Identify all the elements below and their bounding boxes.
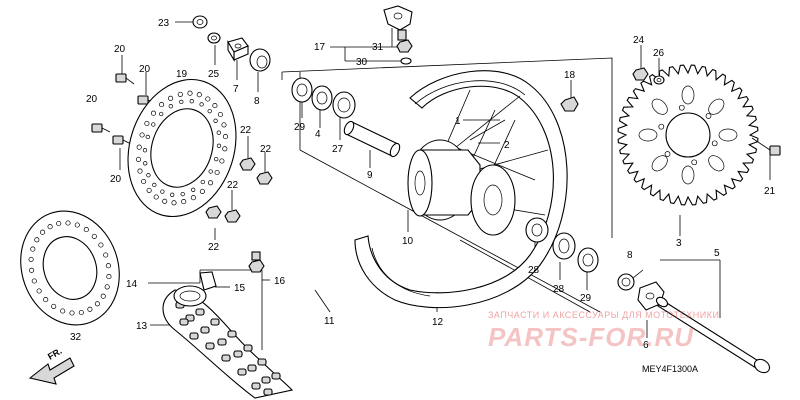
callout-8-lower: 8: [627, 250, 633, 261]
callout-22-b: 22: [260, 144, 272, 155]
part-22-nut-a: [239, 157, 256, 171]
callout-22-a: 22: [240, 125, 252, 136]
part-13-tire: [162, 289, 294, 399]
watermark-caption: ЗАПЧАСТИ И АКСЕССУАРЫ ДЛЯ МОТОТЕХНИКИ: [488, 310, 719, 320]
callout-31: 31: [372, 42, 384, 53]
part-10-hub: [407, 139, 516, 236]
callout-19: 19: [176, 69, 188, 80]
part-22-nut-d: [205, 205, 222, 219]
part-20-bolt-c: [91, 123, 111, 133]
callout-13: 13: [136, 321, 148, 332]
part-4-seal: [311, 85, 333, 111]
callout-9: 9: [367, 170, 373, 181]
part-9-distance-collar: [343, 120, 401, 158]
parts: [20, 5, 781, 399]
callout-6: 6: [643, 340, 649, 351]
part-28-bearing-a: [525, 217, 549, 243]
callout-21: 21: [764, 186, 776, 197]
callout-30: 30: [356, 57, 368, 68]
part-28-bearing-b: [552, 232, 576, 260]
callout-27: 27: [332, 144, 344, 155]
callout-22-d: 22: [208, 242, 220, 253]
part-24-nut: [632, 67, 649, 81]
callout-17: 17: [314, 42, 326, 53]
callout-2: 2: [504, 140, 510, 151]
part-25-collar: [207, 32, 221, 44]
callout-16: 16: [274, 276, 286, 287]
part-22-nut-c: [224, 209, 241, 223]
callout-12: 12: [432, 317, 444, 328]
callout-26: 26: [653, 48, 665, 59]
part-14-rim-band: [199, 271, 217, 291]
callout-8-upper: 8: [254, 96, 260, 107]
part-20-bolt-a: [115, 73, 135, 85]
part-27-bearing: [332, 91, 356, 119]
callout-20-b: 20: [139, 64, 151, 75]
callout-1: 1: [455, 116, 461, 127]
part-8-collar-lower: [617, 273, 635, 291]
part-17-valve: [383, 5, 413, 41]
callout-29-lower: 29: [580, 293, 592, 304]
callout-25: 25: [208, 69, 220, 80]
part-19-brake-disc: [127, 78, 237, 218]
part-16-bolt: [251, 251, 261, 261]
direction-arrow: [28, 357, 75, 385]
part-31-nut: [396, 39, 413, 53]
diagram-code: MEY4F1300A: [642, 364, 698, 374]
watermark: ЗАПЧАСТИ И АКСЕССУАРЫ ДЛЯ МОТОТЕХНИКИ PA…: [488, 310, 719, 352]
part-8-dust-seal: [249, 48, 271, 72]
part-29-bearing: [291, 77, 313, 103]
callout-24: 24: [633, 35, 645, 46]
callout-22-c: 22: [227, 180, 239, 191]
callout-11: 11: [324, 316, 335, 327]
part-22-nut-b: [256, 171, 273, 185]
part-5-axle: [655, 296, 771, 374]
callout-4: 4: [315, 129, 321, 140]
callout-5: 5: [714, 248, 720, 259]
part-26-washer: [653, 75, 665, 85]
part-15-tube: [173, 285, 207, 307]
part-3-sprocket: [617, 64, 759, 206]
watermark-brand: PARTS-FOR.RU: [488, 322, 694, 352]
callout-32: 32: [70, 332, 82, 343]
callout-29-upper: 29: [294, 122, 306, 133]
callouts: 23 20 20 20 20 19 25 7 8 22 22 22 22 17 …: [70, 18, 776, 351]
part-18-nut: [560, 96, 579, 112]
callout-20-d: 20: [110, 174, 122, 185]
callout-20-c: 20: [86, 94, 98, 105]
part-16-nut: [248, 259, 265, 273]
callout-20-a: 20: [114, 44, 126, 55]
part-32-disc: [20, 210, 120, 326]
callout-23: 23: [158, 18, 170, 29]
callout-28-b: 28: [553, 284, 565, 295]
part-29-bearing-lower: [577, 247, 599, 273]
callout-14: 14: [126, 279, 138, 290]
direction-label: FR.: [46, 346, 64, 362]
callout-28-a: 28: [528, 265, 540, 276]
callout-18: 18: [564, 70, 576, 81]
part-30-cap: [400, 57, 412, 65]
callout-15: 15: [234, 283, 246, 294]
part-12-rim: [354, 70, 568, 309]
callout-3: 3: [676, 238, 682, 249]
callout-7: 7: [233, 84, 239, 95]
part-23-bearing: [192, 15, 208, 29]
part-7-spacer: [227, 37, 249, 62]
callout-10: 10: [402, 236, 414, 247]
part-20-bolt-d: [112, 135, 132, 145]
part-21-bolt: [751, 137, 781, 156]
